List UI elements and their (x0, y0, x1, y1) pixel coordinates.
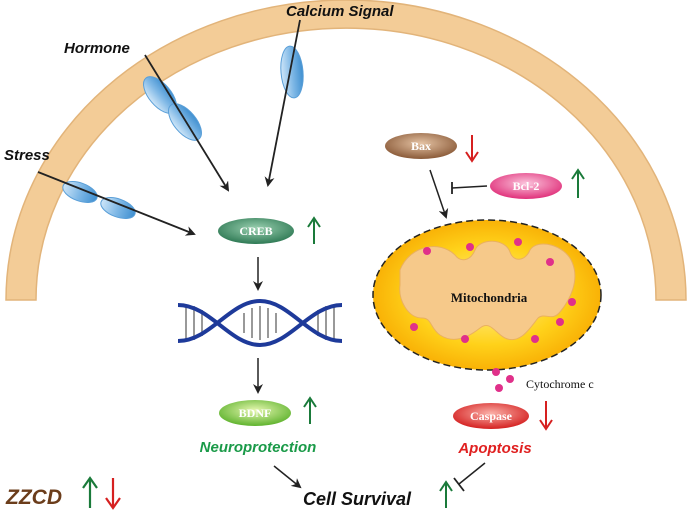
arrow-hormone-to-creb (144, 54, 230, 192)
arrow-calcium-to-creb (264, 19, 301, 187)
cytochrome-dots-released (492, 368, 514, 392)
channel-calcium (280, 45, 304, 99)
down-arrow-icon (539, 401, 553, 431)
up-arrow-icon (307, 216, 321, 244)
node-bdnf-label: BDNF (239, 406, 272, 420)
down-arrow-icon (465, 135, 479, 163)
dna-helix (177, 298, 343, 348)
down-arrow-icon (105, 478, 121, 510)
node-bax (385, 133, 457, 159)
up-arrow-icon (303, 396, 317, 424)
node-bcl2-label: Bcl-2 (513, 179, 540, 193)
cytochrome-dots-inside (410, 238, 576, 343)
arrow-stress-to-creb (37, 171, 196, 236)
mitochondria-label: Mitochondria (451, 290, 528, 305)
channel-hormone (143, 76, 202, 141)
label-cytochrome-c: Cytochrome c (526, 377, 594, 391)
up-arrow-icon (439, 480, 453, 508)
label-apoptosis: Apoptosis (457, 440, 531, 457)
node-bcl2 (490, 173, 562, 199)
node-creb-label: CREB (239, 224, 272, 238)
node-caspase (453, 403, 529, 429)
arrow-neuroprotection-to-survival (273, 465, 302, 489)
label-neuroprotection: Neuroprotection (200, 439, 317, 456)
channel-stress (62, 181, 136, 219)
label-stress: Stress (4, 147, 50, 164)
cell-membrane (5, 0, 687, 301)
label-drug-zzcd: ZZCD (5, 486, 62, 509)
up-arrow-icon (571, 168, 585, 198)
inhibition-bar-icon (451, 182, 488, 194)
up-arrow-icon (82, 476, 98, 508)
node-bax-label: Bax (411, 139, 431, 153)
label-calcium-signal: Calcium Signal (286, 3, 394, 20)
node-bdnf (219, 400, 291, 426)
mitochondria-cristae (399, 240, 576, 341)
inhibition-bar-icon (453, 462, 486, 492)
node-caspase-label: Caspase (470, 409, 513, 423)
node-creb (218, 218, 294, 244)
arrow-bax-to-mitochondria (429, 169, 449, 219)
label-cell-survival: Cell Survival (303, 489, 412, 509)
label-hormone: Hormone (64, 40, 130, 57)
